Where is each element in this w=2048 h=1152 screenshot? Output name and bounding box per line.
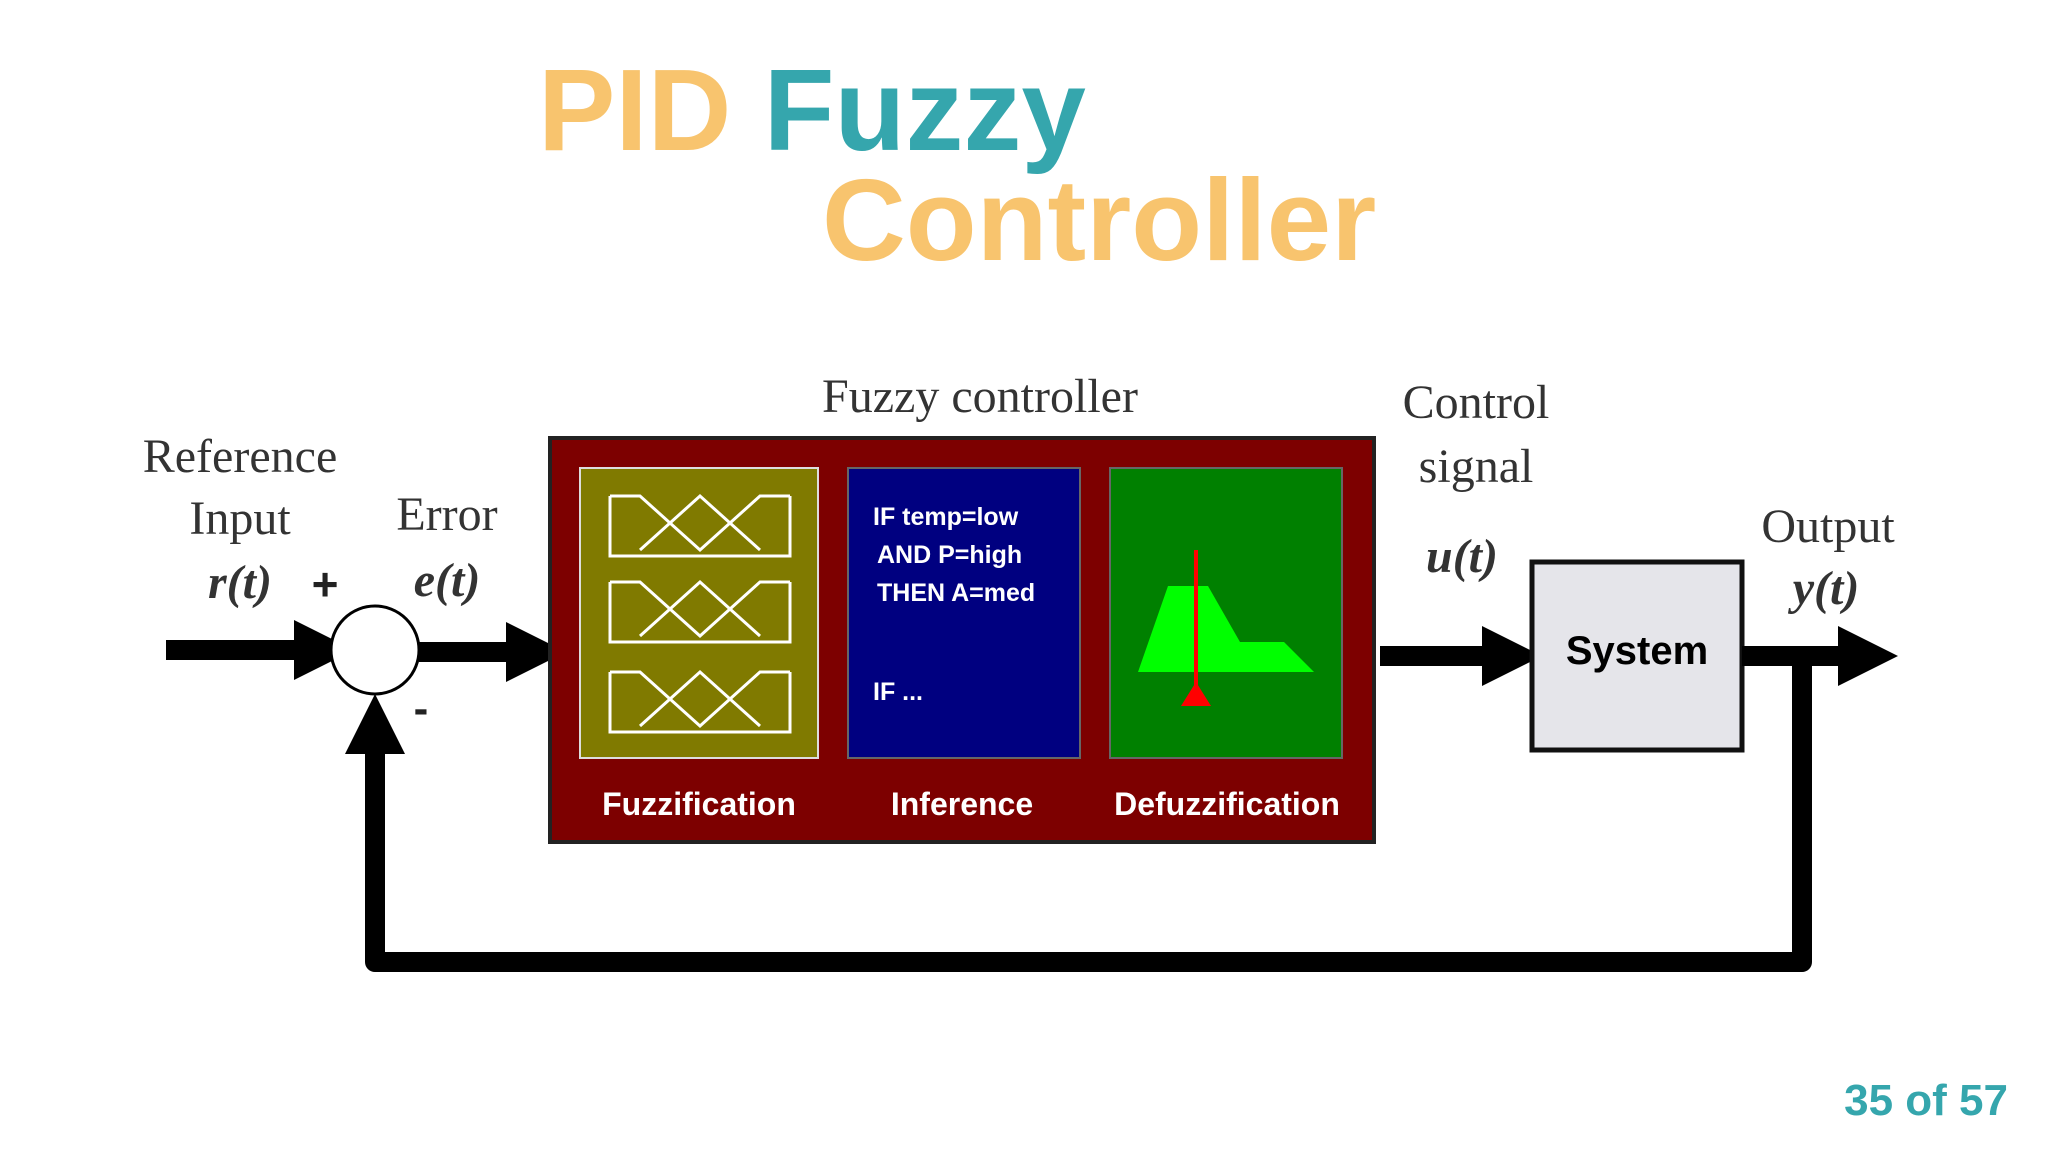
defuzzification-panel [1109,467,1343,759]
minus-sign: - [414,684,429,733]
e-t-label: e(t) [414,554,481,607]
fuzzification-panel [579,467,819,759]
slide-title-line-1: PID Fuzzy [538,52,1086,168]
output-label: Output [1761,500,1895,553]
summing-junction [329,604,421,696]
rule-line-2: AND P=high [877,541,1022,569]
fuzzy-controller-label: Fuzzy controller [822,370,1138,423]
centroid-marker-icon [1181,682,1211,706]
title-controller: Controller [822,155,1377,285]
fuzzification-label: Fuzzification [602,786,796,822]
signal-label: signal [1419,440,1534,493]
u-t-label: u(t) [1426,530,1498,583]
y-t-label: y(t) [1788,562,1860,615]
rule-line-1: IF temp=low [873,503,1019,531]
membership-function-icon [608,493,792,734]
inference-label: Inference [891,786,1033,822]
feedback-path-arrow [345,656,1812,972]
rule-line-3: THEN A=med [877,579,1035,607]
inference-panel [847,467,1081,759]
defuzz-shape-icon [1138,586,1314,672]
input-label: Input [189,492,291,545]
system-label: System [1566,629,1708,673]
r-t-label: r(t) [208,556,272,609]
error-label: Error [396,488,497,541]
title-pid: PID [538,45,732,175]
rule-line-4: IF ... [873,678,923,706]
reference-label: Reference [143,430,338,483]
page-number: 35 of 57 [1844,1076,2008,1125]
defuzzification-label: Defuzzification [1114,786,1340,822]
control-label: Control [1403,376,1550,429]
title-fuzzy: Fuzzy [763,45,1086,175]
plus-sign: + [312,558,339,610]
